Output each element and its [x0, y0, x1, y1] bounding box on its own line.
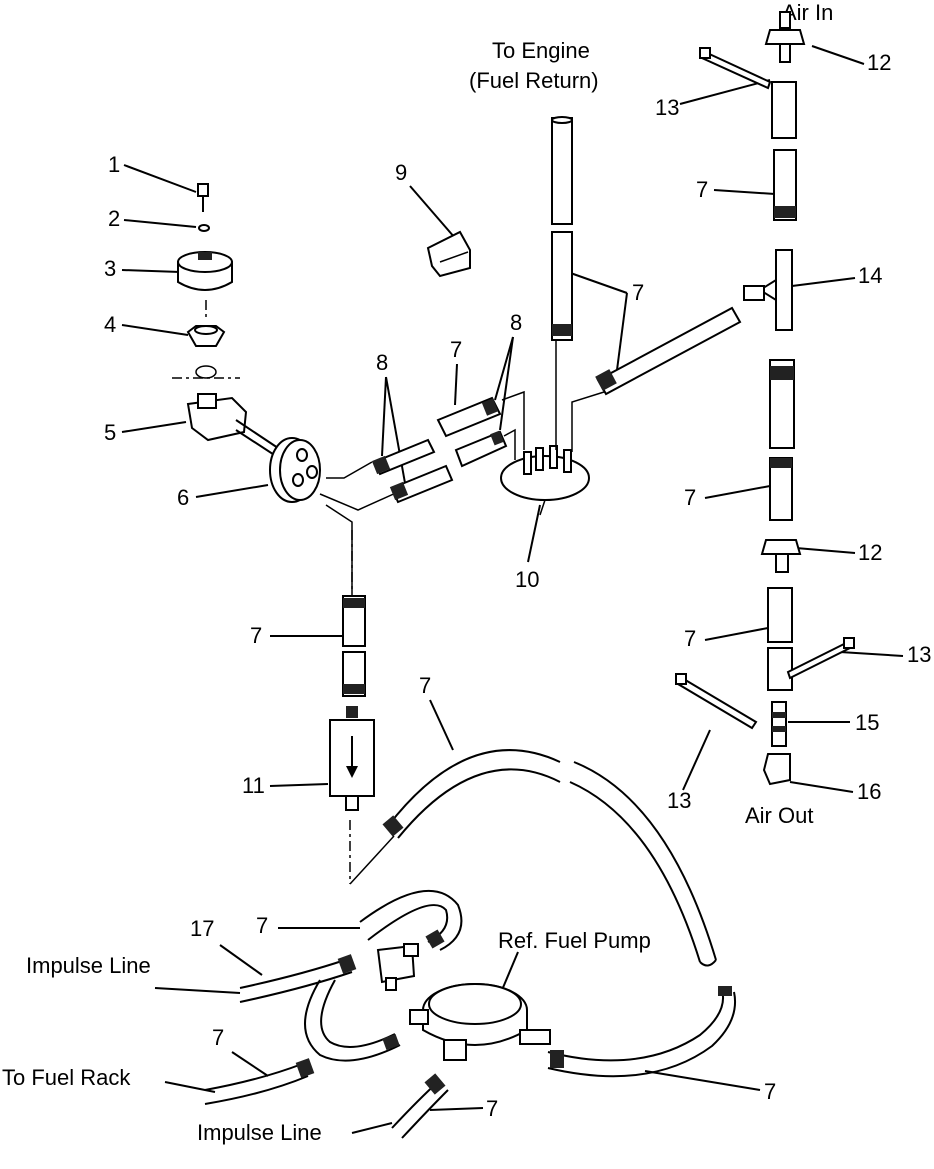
label-to-engine: To Engine — [492, 38, 590, 63]
callout-2: 2 — [108, 206, 120, 231]
fuel-rack-hose — [204, 1058, 315, 1105]
hose-routing-lines — [319, 390, 525, 600]
nut-part-4 — [186, 325, 226, 347]
long-arching-hose — [349, 749, 717, 967]
hose-to-engine-lower — [551, 231, 573, 450]
hose-with-clamp-a — [371, 438, 436, 476]
callout-1: 1 — [108, 152, 120, 177]
callout-8b: 8 — [510, 310, 522, 335]
label-to-fuel-rack: To Fuel Rack — [2, 1065, 131, 1090]
screw-part-1 — [197, 183, 209, 212]
callout-7e: 7 — [684, 626, 696, 651]
impulse-line-hose-17 — [239, 954, 357, 1003]
hose-with-clamp-b — [389, 464, 454, 504]
callout-7h: 7 — [256, 913, 268, 938]
cap-part-3 — [177, 251, 233, 291]
callout-13b: 13 — [907, 642, 931, 667]
elbow-part-16 — [762, 753, 791, 786]
callout-13a: 13 — [655, 95, 679, 120]
callout-3: 3 — [104, 256, 116, 281]
callout-9: 9 — [395, 160, 407, 185]
callout-4: 4 — [104, 312, 116, 337]
tie-strap-part-13-top — [699, 47, 772, 90]
manifold-part-6 — [269, 437, 321, 503]
callout-7d: 7 — [684, 485, 696, 510]
label-impulse-line-top: Impulse Line — [26, 953, 151, 978]
pump-impulse-hose — [391, 1073, 449, 1139]
air-fitting-part-12-lower — [760, 539, 802, 573]
callout-8a: 8 — [376, 350, 388, 375]
callout-7j: 7 — [486, 1096, 498, 1121]
shutoff-valve — [376, 943, 419, 991]
air-hose-second — [773, 149, 797, 221]
air-hose-bottom-a — [767, 587, 793, 643]
label-air-out: Air Out — [745, 803, 813, 828]
callout-7a: 7 — [450, 337, 462, 362]
callout-10: 10 — [515, 567, 539, 592]
filter-hose-upper — [342, 595, 366, 647]
callout-7g: 7 — [419, 673, 431, 698]
fuel-filter-part-11 — [329, 706, 375, 811]
callout-7k: 7 — [764, 1079, 776, 1104]
tee-fitting-part-14 — [743, 249, 793, 331]
air-hose-bottom-b — [767, 647, 793, 691]
callout-5: 5 — [104, 420, 116, 445]
callout-7f: 7 — [250, 623, 262, 648]
callout-14: 14 — [858, 263, 882, 288]
air-hose-top — [771, 81, 797, 139]
short-hose-lower — [454, 430, 508, 468]
short-hose-upper — [436, 396, 502, 438]
air-fitting-top-part-12 — [764, 11, 806, 63]
callout-7b: 7 — [632, 280, 644, 305]
distribution-block-part-10 — [500, 445, 590, 516]
label-ref-fuel-pump: Ref. Fuel Pump — [498, 928, 651, 953]
label-impulse-line-bottom: Impulse Line — [197, 1120, 322, 1145]
callout-11: 11 — [242, 773, 265, 798]
filter-hose-lower — [342, 651, 366, 697]
air-hose-lower — [769, 457, 793, 521]
callout-12a: 12 — [867, 50, 891, 75]
tie-strap-part-13-right — [786, 637, 855, 680]
fuel-pump — [409, 983, 551, 1061]
valve-part-5 — [186, 393, 285, 461]
callout-7i: 7 — [212, 1025, 224, 1050]
callout-13c: 13 — [667, 788, 691, 813]
tie-strap-part-13-left — [675, 673, 758, 730]
air-hose-middle — [769, 359, 795, 449]
callout-12b: 12 — [858, 540, 882, 565]
loop-hose — [304, 889, 463, 1062]
rotation-arrow — [172, 365, 240, 379]
washer-part-2 — [198, 224, 210, 232]
clip-part-9 — [426, 230, 471, 278]
label-fuel-return: (Fuel Return) — [469, 68, 599, 93]
leader-lines — [121, 45, 904, 1134]
callout-6: 6 — [177, 485, 189, 510]
hose-to-engine-upper — [551, 116, 573, 225]
callout-16: 16 — [857, 779, 881, 804]
hose-diagonal-to-tee — [571, 306, 742, 452]
callout-7c: 7 — [696, 177, 708, 202]
pump-outlet-hose — [547, 986, 736, 1078]
callout-17: 17 — [190, 916, 214, 941]
fitting-part-15 — [771, 701, 787, 747]
callout-15: 15 — [855, 710, 879, 735]
